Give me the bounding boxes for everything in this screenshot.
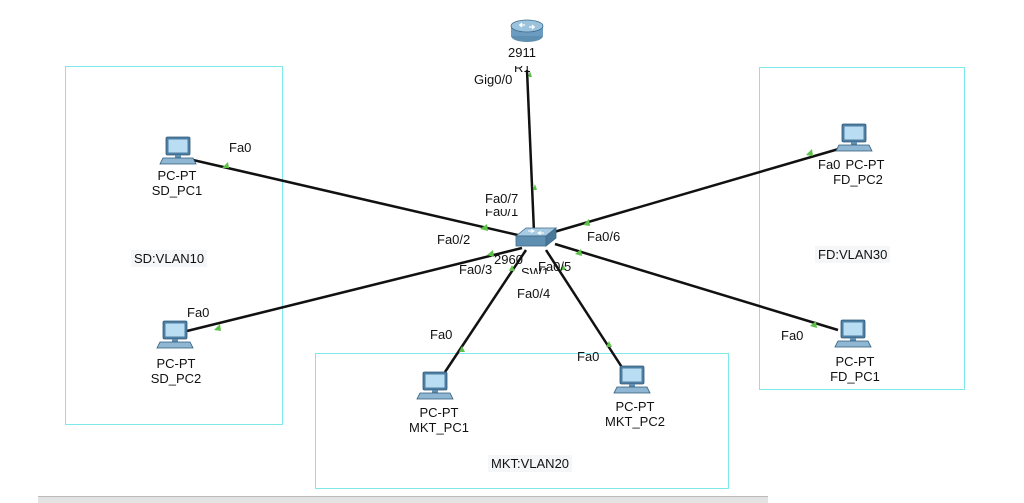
pc-icon-fd-pc2[interactable] [835,123,873,152]
switch-name-label: SW1 [521,265,550,280]
vlan-label-mkt: MKT:VLAN20 [488,455,573,472]
pc-label-mkt-pc2: PC-PT MKT_PC2 [595,399,675,429]
pc-port-label-sd-pc2: Fa0 [187,305,210,320]
pc-type-label: PC-PT [419,405,459,420]
pc-port-label-mkt-pc2: Fa0 [577,349,600,364]
vlan-label-sd: SD:VLAN10 [131,250,208,267]
horizontal-scrollbar[interactable] [38,496,768,503]
link-light [459,346,465,352]
pc-name-label: MKT_PC2 [605,414,665,429]
pc-icon-sd-pc2[interactable] [156,320,194,349]
port-label-fa0-1: Fa0/1 [485,204,519,219]
link-light [806,149,813,156]
port-label-fa0-7: Fa0/7 [485,191,519,206]
pc-port-label-fd-pc2: Fa0 [818,157,841,172]
link-light [583,219,590,226]
link-light [480,224,488,231]
link-light [810,321,817,328]
link-light [222,162,229,168]
switch-model-label: 2960 [494,252,523,267]
link-light [575,249,582,256]
port-label-fa0-5: Fa0/5 [538,259,572,274]
link-sw1-mkt-pc2[interactable] [544,249,627,373]
link-light [533,184,537,190]
link-light [487,250,494,257]
pc-label-sd-pc2: PC-PT SD_PC2 [141,356,211,386]
port-label-fa0-6: Fa0/6 [587,229,621,244]
pc-name-label: FD_PC1 [830,369,880,384]
pc-icon-sd-pc1[interactable] [159,136,197,165]
link-sw1-fd-pc1[interactable] [554,242,839,332]
pc-label-mkt-pc1: PC-PT MKT_PC1 [399,405,479,435]
router-model-label: 2911 [508,45,536,60]
links [186,69,843,373]
pc-type-label: PC-PT [157,168,197,183]
pc-name-label: SD_PC2 [150,371,202,386]
link-sw1-sd-pc1[interactable] [192,158,523,238]
link-light [214,324,221,331]
link-light [509,265,515,271]
router-port-label: Gig0/0 [474,72,513,87]
vlan-label-fd: FD:VLAN30 [815,246,891,263]
pc-icon-fd-pc1[interactable] [834,319,872,348]
link-light [560,264,566,270]
link-light [606,341,612,347]
router-name-label: R1 [514,60,531,75]
pc-type-label: PC-PT [845,157,885,172]
pc-port-label-fd-pc1: Fa0 [781,328,804,343]
router-icon[interactable] [510,19,544,42]
pc-type-label: PC-PT [156,356,196,371]
vlan-area-sd[interactable] [65,66,283,425]
pc-type-label: PC-PT [835,354,875,369]
pc-name-label: MKT_PC1 [409,420,469,435]
pc-icon-mkt-pc1[interactable] [416,371,454,400]
link-sw1-sd-pc2[interactable] [186,246,523,333]
pc-port-label-sd-pc1: Fa0 [229,140,252,155]
port-label-fa0-3: Fa0/3 [459,262,493,277]
pc-label-fd-pc2: PC-PT FD_PC2 [820,157,896,187]
vlan-area-fd[interactable] [759,67,965,390]
pc-port-label-mkt-pc1: Fa0 [430,327,453,342]
pc-label-fd-pc1: PC-PT FD_PC1 [820,354,890,384]
pc-label-sd-pc1: PC-PT SD_PC1 [142,168,212,198]
vlan-area-mkt[interactable] [315,353,729,489]
port-label-fa0-4: Fa0/4 [517,286,551,301]
port-label-fa0-2: Fa0/2 [437,232,471,247]
link-lights [214,71,817,352]
link-sw1-fd-pc2[interactable] [553,146,843,234]
link-r1-sw1[interactable] [525,69,536,233]
pc-type-label: PC-PT [615,399,655,414]
pc-name-label: SD_PC1 [151,183,203,198]
link-light [528,71,532,77]
switch-icon[interactable] [514,227,558,247]
pc-icon-mkt-pc2[interactable] [613,365,651,394]
pc-name-label: FD_PC2 [833,172,883,187]
